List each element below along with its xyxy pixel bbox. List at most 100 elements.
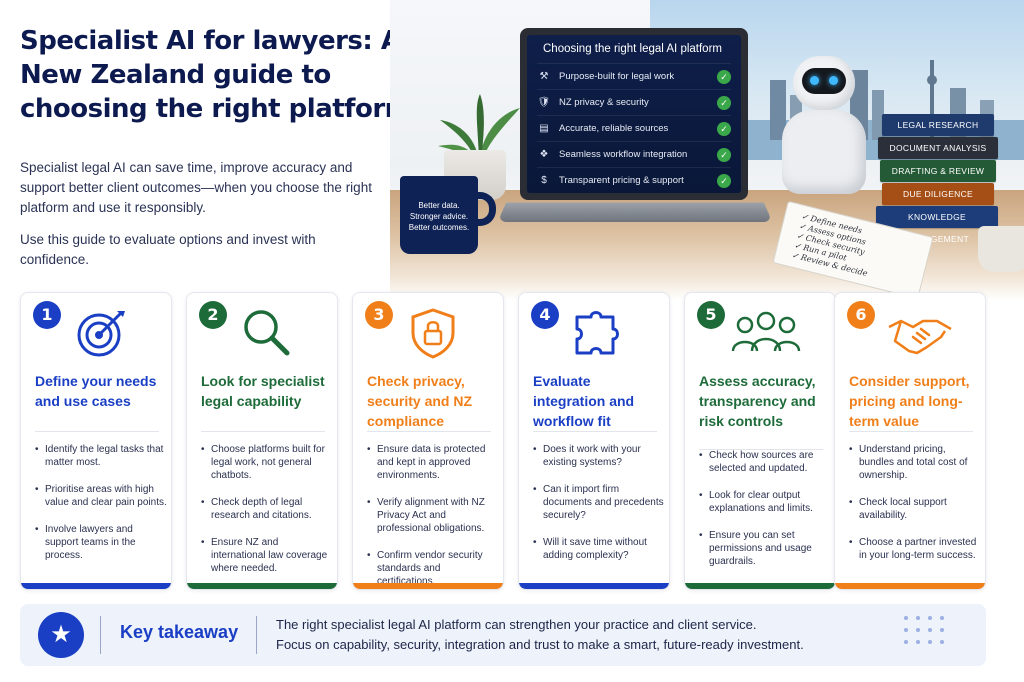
step-title: Check privacy, security and NZ complianc… bbox=[367, 373, 473, 429]
magnifier-icon bbox=[244, 310, 290, 356]
step-bullets: Ensure data is protected and kept in app… bbox=[367, 443, 499, 589]
puzzle-icon: ❖ bbox=[539, 149, 549, 160]
step-title: Look for specialist legal capability bbox=[201, 373, 325, 409]
document-icon: ▤ bbox=[539, 123, 549, 134]
step-bullets: Choose platforms built for legal work, n… bbox=[201, 443, 333, 589]
coffee-mug: Better data. Stronger advice. Better out… bbox=[400, 176, 478, 254]
bullet-item: Choose platforms built for legal work, n… bbox=[201, 443, 333, 482]
bullet-item: Can it import firm documents and precede… bbox=[533, 483, 665, 522]
laptop-item: ▤ Accurate, reliable sources ✓ bbox=[537, 115, 731, 141]
check-icon: ✓ bbox=[717, 147, 731, 162]
mug-text-1: Better data. bbox=[418, 201, 460, 210]
step-number: 6 bbox=[847, 301, 875, 329]
check-icon: ✓ bbox=[717, 69, 731, 84]
handshake-icon bbox=[888, 319, 952, 355]
step-bullets: Check how sources are selected and updat… bbox=[699, 449, 831, 582]
laptop-keyboard bbox=[497, 202, 773, 223]
divider bbox=[201, 431, 325, 432]
bullet-item: Involve lawyers and support teams in the… bbox=[35, 523, 167, 562]
book-due-diligence: DUE DILIGENCE bbox=[882, 183, 994, 205]
target-icon bbox=[77, 311, 125, 357]
takeaway-line-1: The right specialist legal AI platform c… bbox=[276, 617, 757, 632]
intro-text: Specialist legal AI can save time, impro… bbox=[20, 158, 380, 282]
divider bbox=[367, 431, 491, 432]
laptop-item: ⚒ Purpose-built for legal work ✓ bbox=[537, 63, 731, 89]
divider bbox=[100, 616, 101, 654]
step-number: 1 bbox=[33, 301, 61, 329]
step-title: Define your needs and use cases bbox=[35, 373, 157, 409]
step-card-1: 1 Define your needs and use cases Identi… bbox=[20, 292, 172, 590]
step-card-6: 6 Consider support, pricing and long-ter… bbox=[834, 292, 986, 590]
robot-eye-right bbox=[829, 76, 838, 85]
robot-icon bbox=[793, 56, 855, 110]
shield-lock-icon: 🛡 bbox=[537, 97, 551, 108]
bullet-item: Ensure data is protected and kept in app… bbox=[367, 443, 499, 482]
mug-handle bbox=[474, 192, 496, 226]
laptop-item: $ Transparent pricing & support ✓ bbox=[537, 167, 731, 193]
laptop-item-label: Purpose-built for legal work bbox=[559, 71, 675, 82]
check-icon: ✓ bbox=[717, 95, 731, 110]
bullet-item: Ensure NZ and international law coverage… bbox=[201, 536, 333, 575]
laptop-item-label: Accurate, reliable sources bbox=[559, 123, 669, 134]
bullet-item: Ensure you can set permissions and usage… bbox=[699, 529, 831, 568]
bullet-item: Verify alignment with NZ Privacy Act and… bbox=[367, 496, 499, 535]
key-takeaway-banner: ★ Key takeaway The right specialist lega… bbox=[20, 604, 986, 666]
book-legal-research: LEGAL RESEARCH bbox=[882, 114, 994, 136]
bullet-item: Check how sources are selected and updat… bbox=[699, 449, 831, 475]
bullet-item: Will it save time without adding complex… bbox=[533, 536, 665, 562]
gavel-icon: ⚒ bbox=[539, 71, 549, 82]
divider bbox=[849, 431, 973, 432]
intro-paragraph-2: Use this guide to evaluate options and i… bbox=[20, 232, 316, 267]
intro-paragraph-1: Specialist legal AI can save time, impro… bbox=[20, 160, 372, 215]
book-drafting-review: DRAFTING & REVIEW bbox=[880, 160, 996, 182]
bullet-item: Choose a partner invested in your long-t… bbox=[849, 536, 981, 562]
card-accent-bar bbox=[353, 583, 503, 589]
step-number: 4 bbox=[531, 301, 559, 329]
bullet-item: Identify the legal tasks that matter mos… bbox=[35, 443, 167, 469]
bullet-item: Check depth of legal research and citati… bbox=[201, 496, 333, 522]
bullet-item: Prioritise areas with high value and cle… bbox=[35, 483, 167, 509]
card-accent-bar bbox=[21, 583, 171, 589]
card-accent-bar bbox=[187, 583, 337, 589]
laptop-item: 🛡 NZ privacy & security ✓ bbox=[537, 89, 731, 115]
star-icon: ★ bbox=[38, 612, 84, 658]
check-icon: ✓ bbox=[717, 173, 731, 188]
key-takeaway-text: The right specialist legal AI platform c… bbox=[276, 615, 876, 655]
book-document-analysis: DOCUMENT ANALYSIS bbox=[878, 137, 998, 159]
divider bbox=[35, 431, 159, 432]
divider bbox=[533, 431, 657, 432]
bullet-item: Confirm vendor security standards and ce… bbox=[367, 549, 499, 588]
step-title: Evaluate integration and workflow fit bbox=[533, 373, 635, 429]
divider bbox=[256, 616, 257, 654]
step-number: 2 bbox=[199, 301, 227, 329]
check-icon: ✓ bbox=[717, 121, 731, 136]
book-knowledge-management: KNOWLEDGE MANAGEMENT bbox=[876, 206, 998, 244]
coffee-cup bbox=[978, 226, 1024, 272]
laptop-item-label: NZ privacy & security bbox=[559, 97, 649, 108]
step-bullets: Does it work with your existing systems?… bbox=[533, 443, 665, 576]
step-title: Consider support, pricing and long-term … bbox=[849, 373, 970, 429]
step-number: 5 bbox=[697, 301, 725, 329]
shield-lock-icon bbox=[411, 308, 455, 359]
bullet-item: Look for clear output explanations and l… bbox=[699, 489, 831, 515]
step-title: Assess accuracy, transparency and risk c… bbox=[699, 373, 816, 429]
laptop-screen: Choosing the right legal AI platform ⚒ Pu… bbox=[520, 28, 748, 200]
laptop-item-label: Transparent pricing & support bbox=[559, 175, 684, 186]
step-number: 3 bbox=[365, 301, 393, 329]
laptop-item: ❖ Seamless workflow integration ✓ bbox=[537, 141, 731, 167]
step-card-2: 2 Look for specialist legal capability C… bbox=[186, 292, 338, 590]
dollar-icon: $ bbox=[541, 175, 547, 186]
bullet-item: Does it work with your existing systems? bbox=[533, 443, 665, 469]
laptop-title: Choosing the right legal AI platform bbox=[543, 43, 722, 55]
card-accent-bar bbox=[685, 583, 835, 589]
card-accent-bar bbox=[835, 583, 985, 589]
dot-pattern-icon bbox=[904, 616, 964, 656]
bullet-item: Check local support availability. bbox=[849, 496, 981, 522]
step-card-5: 5 Assess accuracy, transparency and risk… bbox=[684, 292, 836, 590]
laptop-item-label: Seamless workflow integration bbox=[559, 149, 688, 160]
robot-eye-left bbox=[810, 76, 819, 85]
page-title: Specialist AI for lawyers: A New Zealand… bbox=[20, 26, 412, 124]
robot-body bbox=[782, 110, 866, 194]
people-icon bbox=[731, 311, 801, 352]
key-takeaway-label: Key takeaway bbox=[120, 622, 239, 642]
